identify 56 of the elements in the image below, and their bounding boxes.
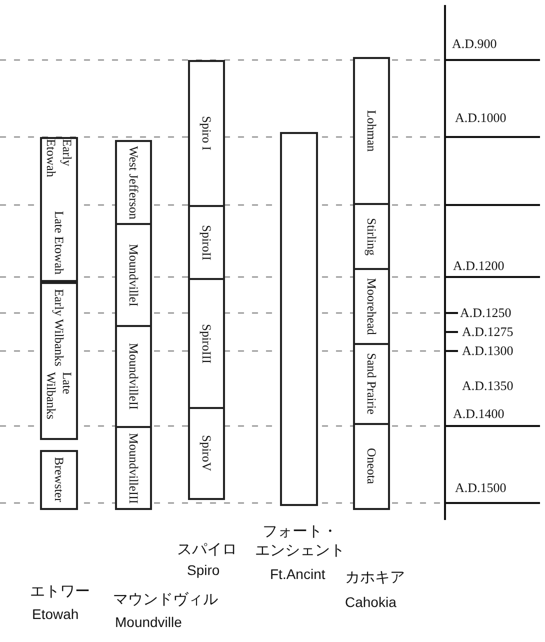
period-name: Moorehead [364, 278, 380, 335]
period-box [115, 140, 152, 225]
year-label: A.D.1250 [460, 305, 512, 321]
period-box [188, 60, 225, 207]
period-name: SpiroV [198, 435, 214, 472]
period-name: Early Wilbanks [51, 289, 67, 367]
period-box [353, 57, 390, 205]
period-box [280, 132, 318, 506]
year-label: A.D.900 [452, 36, 497, 52]
site-name: Etowah [32, 606, 79, 622]
period-name: SpiroII [198, 224, 214, 260]
period-name: Stirling [364, 218, 380, 256]
year-label: A.D.1200 [453, 258, 504, 274]
site-name: Spiro [187, 562, 220, 578]
period-box [353, 345, 390, 425]
site-name: Cahokia [345, 594, 396, 610]
period-name: West Jefferson [126, 146, 142, 220]
period-name: Sand Prairie [364, 353, 380, 415]
period-name: Spiro I [198, 116, 214, 151]
period-box [188, 207, 225, 280]
period-box [40, 205, 78, 282]
period-name: Late Etowah [51, 210, 67, 274]
period-name: MoundvilleII [126, 343, 142, 410]
site-name: カホキア [345, 568, 405, 587]
period-box [353, 205, 390, 270]
site-name: マウンドヴィル [113, 590, 218, 609]
period-box [115, 225, 152, 327]
period-box [115, 327, 152, 428]
period-name: MoundvilleIII [126, 432, 142, 504]
period-name: Lohman [364, 110, 380, 152]
year-label: A.D.1400 [453, 406, 504, 422]
period-box [188, 409, 225, 500]
year-label: A.D.1500 [455, 480, 506, 496]
period-name: MoundvilleI [126, 244, 142, 306]
period-box [115, 428, 152, 510]
year-label: A.D.1300 [462, 343, 514, 359]
period-name: Early Etowah [43, 139, 75, 180]
site-name: Ft.Ancint [270, 566, 326, 582]
site-name: フォート・エンシェント [254, 522, 346, 560]
period-name: Brewster [51, 457, 67, 503]
period-box [353, 270, 390, 345]
period-name: Oneota [364, 448, 380, 485]
site-name: エトワー [30, 582, 90, 601]
year-label: A.D.1350 [462, 378, 514, 394]
period-box [40, 137, 78, 205]
period-box [40, 450, 78, 510]
period-box [353, 425, 390, 510]
period-box [40, 282, 78, 372]
period-name: Late Wilbanks [43, 372, 75, 422]
year-label: A.D.1000 [455, 110, 506, 126]
site-name: Moundville [115, 614, 182, 630]
year-label: A.D.1275 [462, 324, 514, 340]
period-name: SpiroIII [198, 324, 214, 364]
period-box [188, 280, 225, 409]
site-name: スパイロ [177, 540, 237, 559]
period-box [40, 372, 78, 440]
